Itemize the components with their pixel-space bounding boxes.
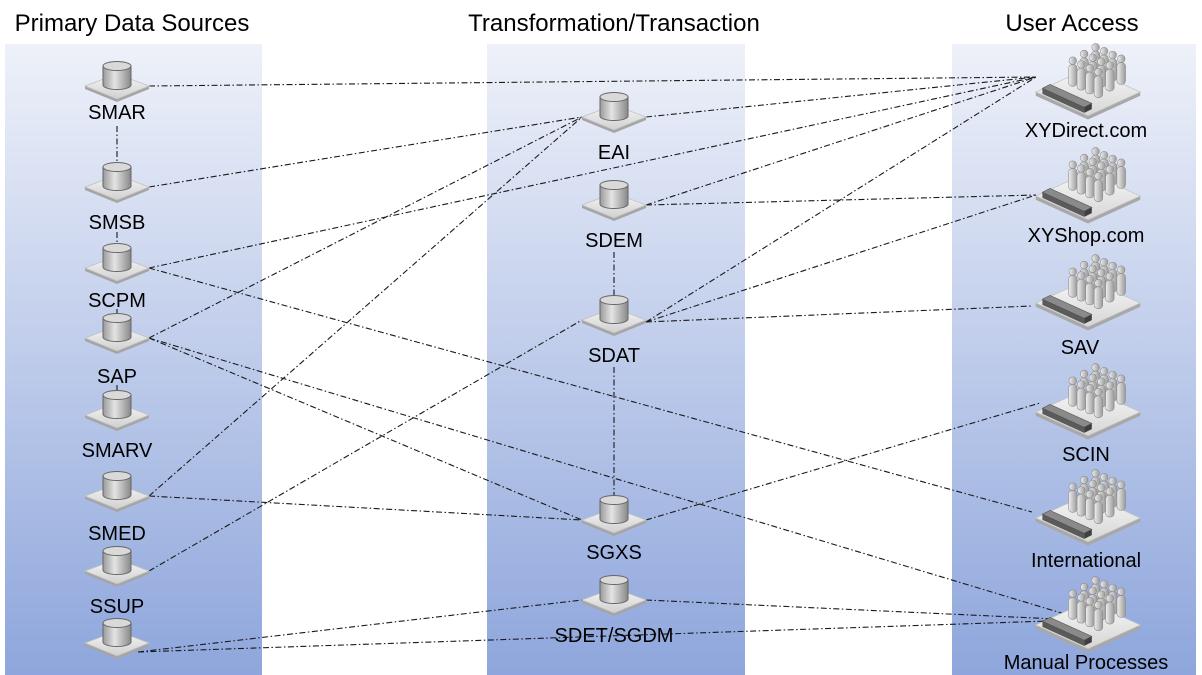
node-label: Manual Processes	[1004, 652, 1169, 674]
node-label: XYDirect.com	[1025, 120, 1147, 142]
connector-scpm-international	[148, 267, 1033, 513]
connector-ssup-sdat	[148, 319, 583, 572]
node-label: SCPM	[88, 290, 146, 312]
connector-smar-xydirect	[148, 76, 1037, 87]
connector-sdem-xyshop	[645, 194, 1037, 206]
column-title-access: User Access	[1005, 10, 1138, 37]
connector-sdat-xyshop	[645, 194, 1037, 323]
connector-sdat-xydirect	[645, 76, 1037, 323]
column-panel-sources	[5, 44, 262, 675]
node-label: SDET/SGDM	[555, 625, 674, 647]
column-title-transformation: Transformation/Transaction	[468, 10, 760, 37]
node-label: SMARV	[82, 440, 153, 462]
node-eai: EAI	[581, 92, 647, 164]
node-label: SSUP	[90, 596, 144, 618]
node-label: SAP	[97, 366, 137, 388]
node-smed: SMED	[84, 471, 150, 545]
connector-sdat-sav	[645, 305, 1033, 323]
connector-sgxs-scin	[645, 402, 1041, 521]
column-title-sources: Primary Data Sources	[15, 10, 250, 37]
connector-bottom-source-manual-processes	[137, 619, 1079, 653]
connectors	[116, 76, 1079, 653]
node-label: International	[1031, 550, 1141, 572]
node-label: SAV	[1061, 337, 1100, 359]
node-label: SDAT	[588, 345, 640, 367]
node-label: SMSB	[89, 212, 146, 234]
node-sdem: SDEM	[581, 180, 647, 252]
connector-sdem-xydirect	[645, 76, 1037, 206]
node-label: SMED	[88, 523, 146, 545]
node-international: International	[1031, 470, 1141, 572]
node-label: EAI	[598, 142, 630, 164]
node-xydirect: XYDirect.com	[1025, 44, 1147, 142]
node-ssup: SSUP	[84, 546, 150, 618]
connector-eai-xydirect	[645, 76, 1037, 118]
node-label: XYShop.com	[1028, 225, 1145, 247]
node-label: SCIN	[1062, 444, 1110, 466]
node-manual-processes: Manual Processes	[1004, 577, 1169, 674]
node-scin: SCIN	[1036, 364, 1141, 466]
node-sgxs: SGXS	[581, 495, 647, 564]
node-scpm: SCPM	[84, 243, 150, 312]
connector-sap-sgxs	[148, 337, 583, 521]
node-smsb: SMSB	[84, 162, 150, 234]
node-sdet-sgdm: SDET/SGDM	[555, 575, 674, 647]
connector-scpm-xydirect	[148, 76, 1037, 269]
node-label: SDEM	[585, 230, 643, 252]
connector-sap-manual-processes	[148, 337, 1079, 619]
node-smar: SMAR	[84, 61, 150, 124]
node-sdat: SDAT	[581, 295, 647, 367]
connector-sdet-manual-processes	[645, 599, 1079, 621]
column-panel-access	[952, 44, 1196, 675]
connector-sap-eai	[148, 116, 583, 339]
node-sav: SAV	[1036, 255, 1141, 359]
node-xyshop: XYShop.com	[1028, 148, 1145, 247]
connector-smed-sgxs	[148, 495, 583, 521]
connector-smed-eai	[148, 116, 583, 497]
node-label: SGXS	[586, 542, 642, 564]
node-smarv: SMARV	[82, 390, 153, 462]
node-sap: SAP	[84, 313, 150, 388]
node-label: SMAR	[88, 102, 146, 124]
connector-smsb-eai	[148, 116, 583, 188]
